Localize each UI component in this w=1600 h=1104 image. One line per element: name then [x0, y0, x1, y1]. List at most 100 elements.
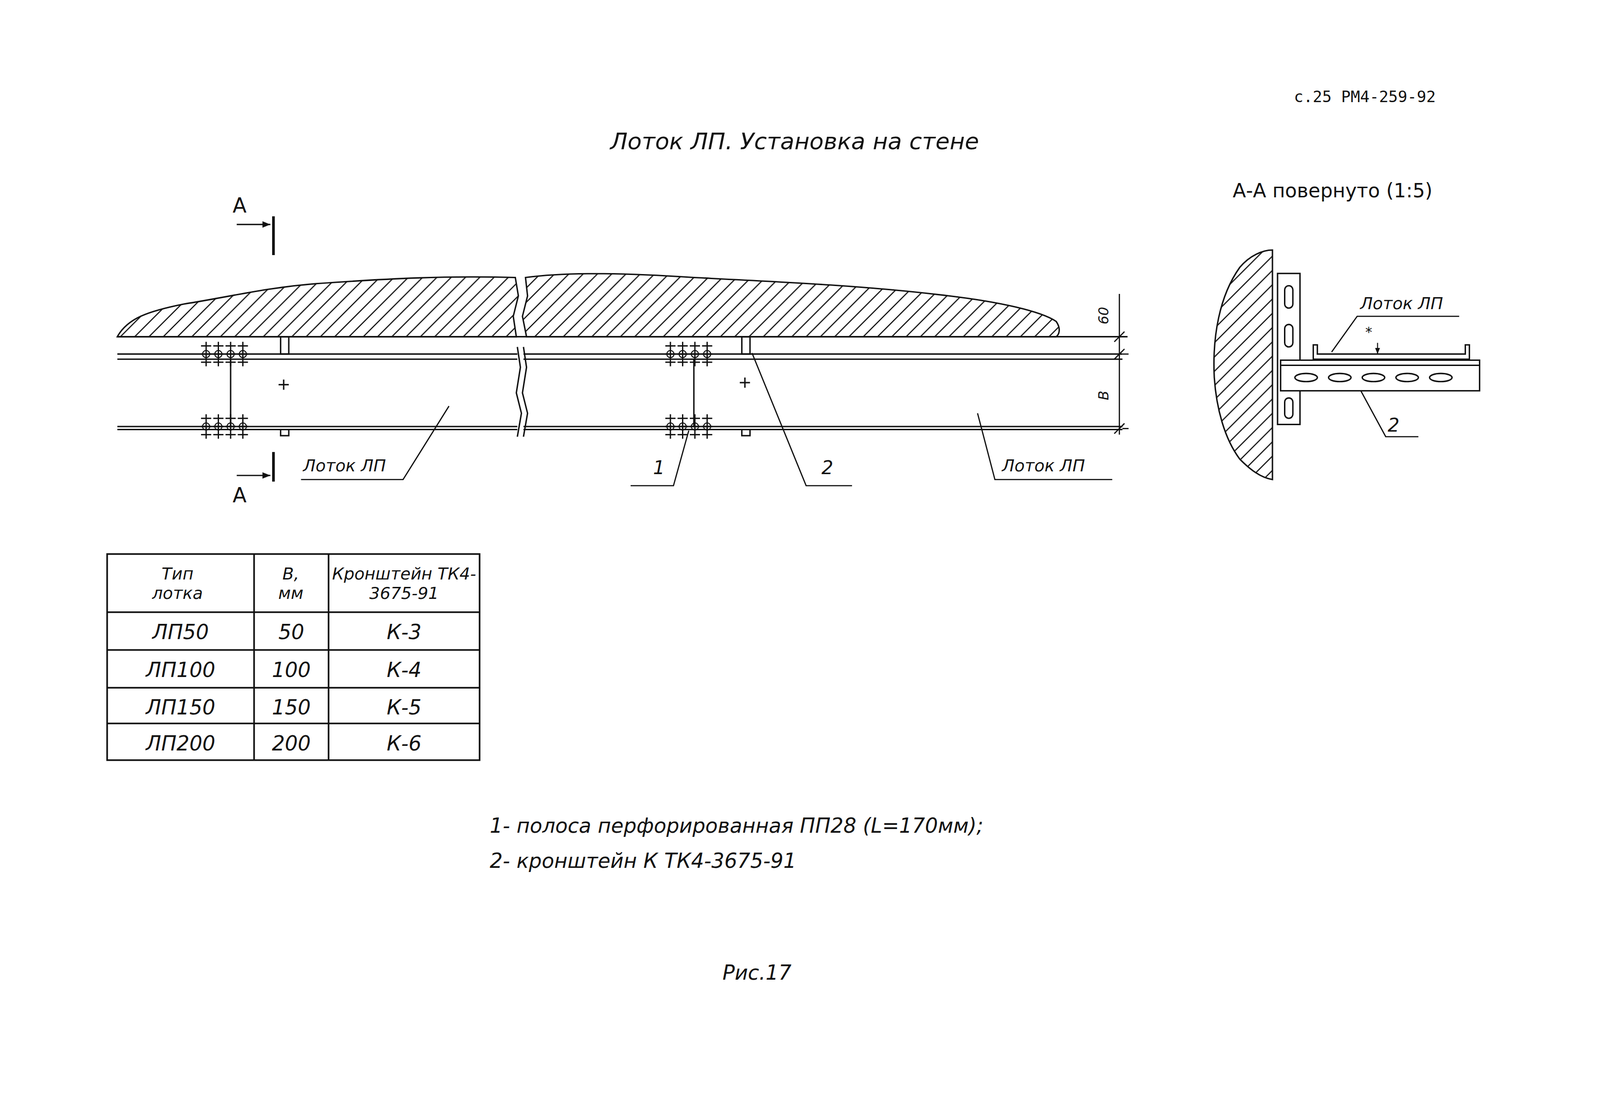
leader-line [630, 430, 689, 486]
tray [117, 428, 518, 431]
wall-line [117, 335, 1128, 338]
leader-line [752, 352, 852, 486]
table-grid [107, 722, 480, 725]
drawing-label: 60 [1095, 306, 1113, 325]
bolt-symbol [200, 341, 712, 439]
section-view [1280, 364, 1480, 366]
wall [117, 273, 1060, 337]
table-grid [107, 553, 480, 761]
section-view [1213, 249, 1480, 480]
table-cell: К-5 [328, 695, 480, 720]
leader-line [301, 406, 450, 480]
bolt-symbol [665, 341, 676, 367]
wall [522, 273, 1060, 337]
drawing-label: 1 [652, 456, 665, 479]
wall [117, 276, 519, 337]
dimension-line [1118, 293, 1120, 435]
section-view [1280, 359, 1480, 391]
table-cell: К-6 [328, 731, 480, 756]
table-grid [107, 611, 480, 614]
figure-caption: Рис.17 [722, 961, 792, 985]
section-view [1395, 373, 1419, 382]
wall-line [117, 335, 1128, 338]
drawing-label: В [1095, 390, 1113, 401]
tray [522, 346, 528, 437]
tray [523, 353, 1123, 355]
tray [523, 358, 1123, 360]
dimension-line [1114, 423, 1125, 434]
bolt-symbol [677, 341, 688, 367]
table-cell: Тип лотка [142, 564, 213, 603]
tray [280, 429, 289, 436]
section-mark [236, 223, 271, 226]
bolt-symbol [237, 341, 249, 367]
table-cell: ЛП150 [107, 695, 255, 720]
bolt-symbol [213, 413, 224, 439]
tray [742, 336, 751, 355]
bolt-symbol [701, 413, 712, 439]
drawing-label: А [232, 194, 247, 218]
section-view [1213, 249, 1273, 480]
section-view [1284, 324, 1294, 347]
tray [523, 425, 1123, 427]
tray [117, 425, 518, 427]
drawing-label: Лоток ЛП [303, 456, 386, 475]
drawing-label: 2 [821, 456, 834, 479]
table-cell: К-4 [328, 658, 480, 682]
section-view [1429, 373, 1453, 382]
section-mark [236, 474, 271, 476]
section-view [1328, 373, 1352, 382]
bolt-symbol [237, 413, 249, 439]
dimension-line [1114, 331, 1125, 342]
tray [516, 346, 522, 437]
bolt-symbol [225, 413, 236, 439]
section-mark [236, 216, 274, 482]
drawing-label: * [1365, 324, 1373, 341]
bolt-symbol [701, 341, 712, 367]
note-text: 2- кронштейн К ТК4-3675-91 [489, 849, 797, 873]
table-cell: ЛП50 [107, 620, 255, 645]
table-cell: 150 [254, 695, 329, 720]
bolt-symbol [213, 341, 224, 367]
tray [117, 353, 518, 355]
drawing-label: с.25 РМ4-259-92 [1293, 87, 1436, 106]
table-cell: В, мм [270, 564, 311, 603]
table-grid [107, 686, 480, 689]
table-cell: 50 [254, 620, 329, 645]
leader-line [977, 413, 1113, 480]
table-grid [253, 553, 256, 761]
tray [117, 336, 1123, 437]
table-grid [107, 553, 480, 761]
leader-line [1331, 316, 1460, 352]
dimension-line [1122, 427, 1129, 430]
bolt-symbol [200, 341, 212, 367]
leader-line [1359, 387, 1419, 437]
section-view [1284, 285, 1294, 309]
bolt-symbol [677, 413, 688, 439]
table-cell: ЛП100 [107, 658, 255, 682]
bolt-symbol [689, 413, 700, 439]
drawing-label: 2 [1387, 414, 1400, 436]
section-view [1313, 344, 1470, 359]
drawing-label: Лоток ЛП [1360, 293, 1443, 313]
dimension-line [1114, 293, 1129, 435]
section-view [1362, 373, 1385, 382]
tray [744, 377, 746, 388]
drawing-label: А-А повернуто (1:5) [1232, 179, 1433, 202]
section-mark [272, 451, 275, 482]
section-mark [272, 216, 275, 256]
tray [742, 429, 751, 436]
table-cell: Кронштейн ТК4-3675-91 [328, 564, 480, 603]
table-grid [107, 649, 480, 651]
section-view [1295, 373, 1318, 382]
section-view [1376, 342, 1378, 354]
section-view [1277, 273, 1301, 425]
drawing-label: А [232, 483, 247, 508]
bolt-symbol [200, 413, 212, 439]
dimension-line [1114, 348, 1125, 359]
drawing-title: Лоток ЛП. Установка на стене [610, 128, 980, 156]
table-cell: К-3 [328, 620, 480, 645]
table-cell: ЛП200 [107, 731, 255, 756]
tray [523, 428, 1123, 431]
